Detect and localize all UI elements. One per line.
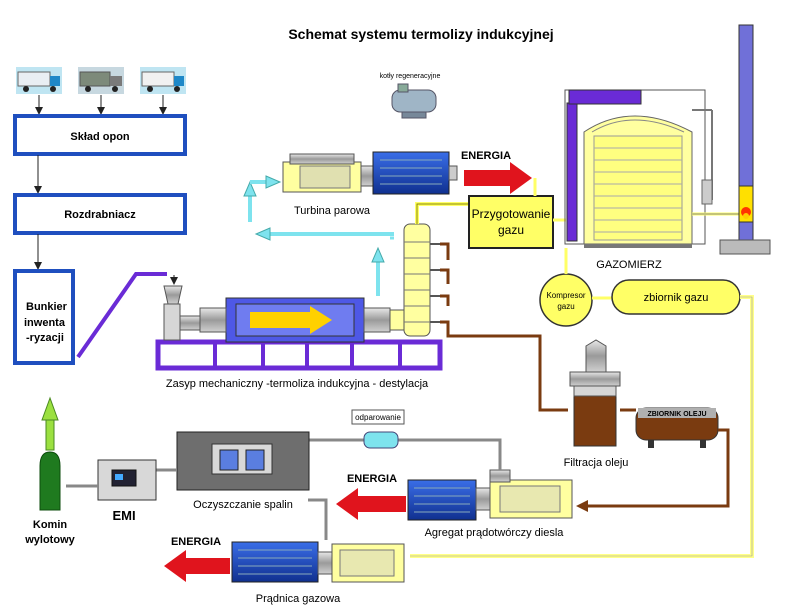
oil-filter <box>569 339 636 447</box>
oil-lines <box>440 242 568 412</box>
kotly-label: kotły regeneracyjne <box>380 73 441 80</box>
truck-icon <box>140 67 186 94</box>
przygotowanie-label-1: Przygotowanie <box>472 207 551 221</box>
regenerative-boiler <box>391 83 437 119</box>
exhaust-chimney <box>39 396 61 511</box>
distillation-column <box>403 223 440 337</box>
conveyor-line <box>76 272 167 359</box>
gazomierz-label: GAZOMIERZ <box>596 259 662 271</box>
odparowanie-label: odparowanie <box>355 413 401 422</box>
oczyszczanie-label: Oczyszczanie spalin <box>193 499 293 511</box>
bunkier-box: Bunkier inwenta -ryzacji <box>13 269 75 365</box>
truck-icon <box>78 67 124 94</box>
zbiornik-oleju-label: ZBIORNIK OLEJU <box>647 411 706 418</box>
gas-line <box>415 202 468 224</box>
rozdrabniacz-label: Rozdrabniacz <box>64 209 136 221</box>
energy-arrow-pradnica <box>164 550 230 582</box>
gas-holder <box>564 89 740 248</box>
flare-stack <box>719 24 771 255</box>
gas-preparation-box: Przygotowanie gazu <box>468 195 554 249</box>
turbina-label: Turbina parowa <box>294 205 371 217</box>
kompresor-label-2: gazu <box>557 302 574 311</box>
oil-to-diesel-line <box>582 428 730 508</box>
pradnica-label: Prądnica gazowa <box>256 593 341 605</box>
rozdrabniacz-box: Rozdrabniacz <box>13 193 187 235</box>
steam-turbine <box>282 151 458 195</box>
zbiornik-gazu-label: zbiornik gazu <box>644 292 709 304</box>
diagram-title: Schemat systemu termolizy indukcyjnej <box>288 26 553 42</box>
gas-generator <box>231 541 405 583</box>
energy-label-pradnica: ENERGIA <box>171 536 221 548</box>
evaporation-unit: odparowanie <box>351 409 405 449</box>
energy-label-agregat: ENERGIA <box>347 473 397 485</box>
oil-tank: ZBIORNIK OLEJU <box>635 407 719 448</box>
zasyp-label: Zasyp mechaniczny -termoliza indukcyjna … <box>166 378 429 390</box>
energy-arrow-turbine <box>464 162 532 194</box>
energy-arrow-agregat <box>336 488 406 520</box>
sklad-opon-box: Skład opon <box>13 114 187 156</box>
emi-label: EMI <box>112 508 135 523</box>
filtracja-label: Filtracja oleju <box>564 457 629 469</box>
sklad-opon-label: Skład opon <box>70 131 130 143</box>
komin-label-2: wylotowy <box>24 534 75 546</box>
diesel-generator <box>407 469 573 521</box>
przygotowanie-label-2: gazu <box>498 223 524 237</box>
truck-feed-arrows <box>35 95 167 115</box>
emi-unit <box>97 459 157 501</box>
bunkier-label-1: Bunkier <box>26 301 68 313</box>
truck-icon <box>16 67 62 94</box>
komin-label-1: Komin <box>33 519 68 531</box>
steam-lines <box>243 175 394 296</box>
energy-label-turbine: ENERGIA <box>461 150 511 162</box>
agregat-label: Agregat prądotwórczy diesla <box>425 527 565 539</box>
kompresor-label-1: Kompresor <box>546 291 585 300</box>
flue-gas-cleaning <box>176 431 310 491</box>
thermolysis-reactor <box>155 285 443 371</box>
gas-tank: zbiornik gazu <box>611 279 741 315</box>
bunkier-label-2: inwenta <box>24 317 66 329</box>
bunkier-label-3: -ryzacji <box>26 332 64 344</box>
gas-compressor: Kompresor gazu <box>539 273 593 327</box>
